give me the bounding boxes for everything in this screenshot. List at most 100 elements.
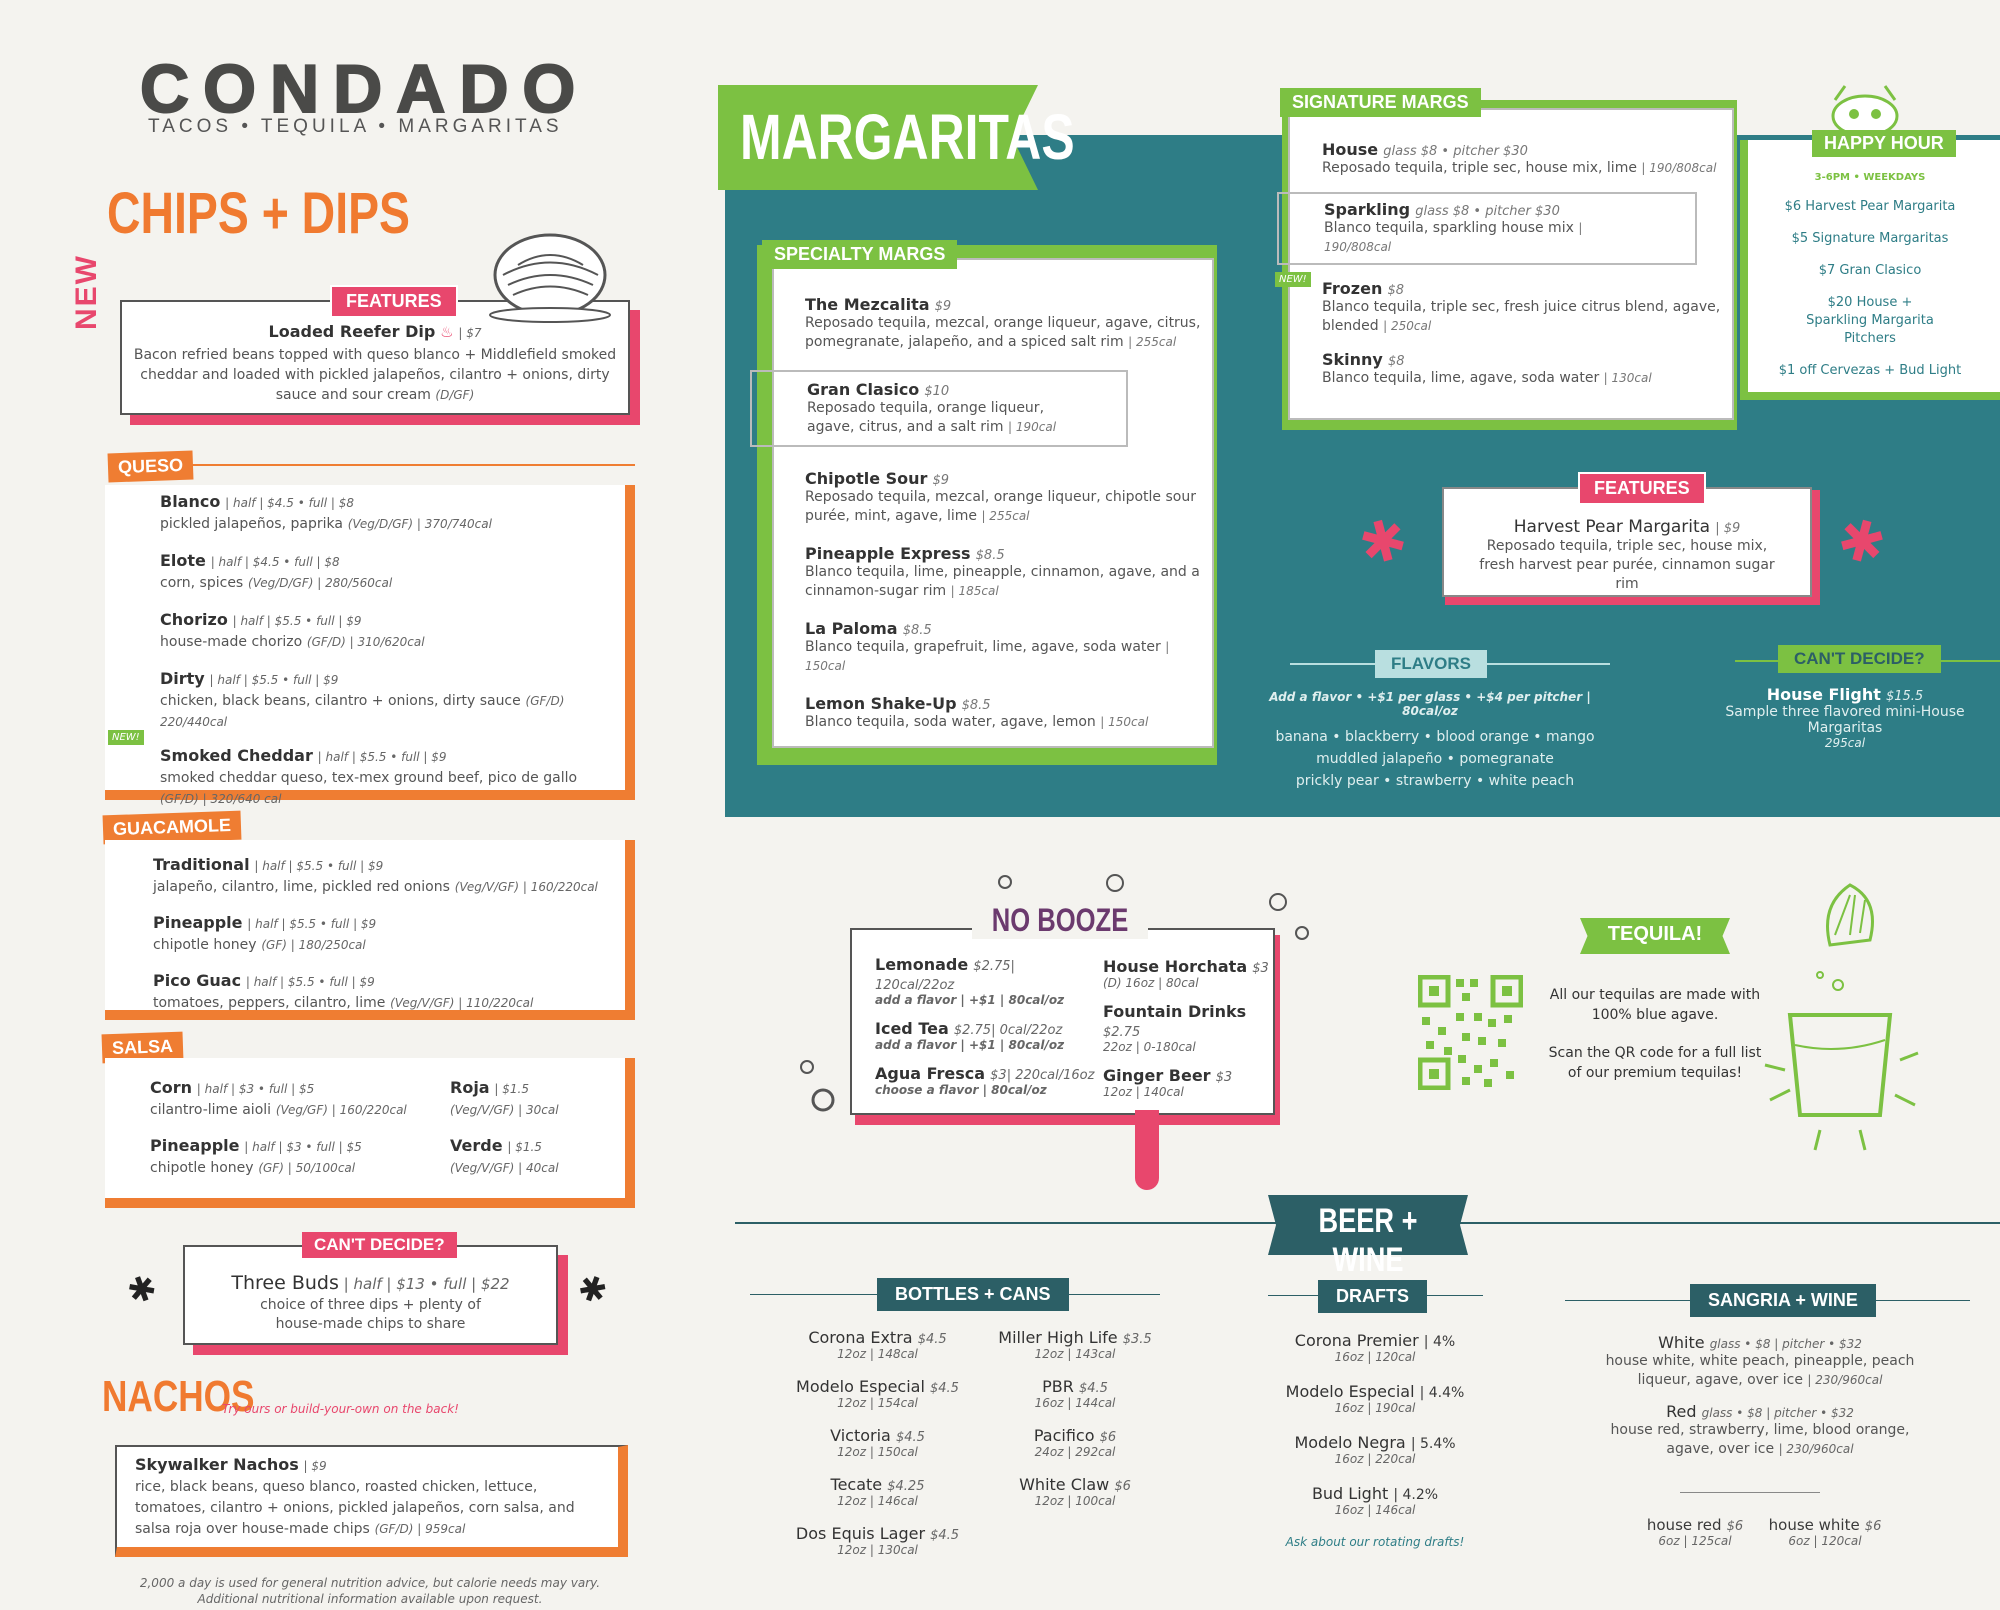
list-item: Roja | $1.5(Veg/V/GF) | 30cal bbox=[450, 1078, 559, 1117]
feature-name: Loaded Reefer Dip bbox=[268, 322, 436, 341]
list-item: Verde | $1.5(Veg/V/GF) | 40cal bbox=[450, 1136, 559, 1175]
signature-tab: SIGNATURE MARGS bbox=[1280, 88, 1481, 117]
drip-decoration bbox=[1135, 1110, 1159, 1190]
happy-hour-hours: 3-6PM • WEEKDAYS bbox=[1814, 172, 1926, 183]
list-item: Smoked Cheddar | half | $5.5 • full | $9… bbox=[160, 746, 578, 806]
list-item: Bud Light | 4.2%16oz | 146cal bbox=[1311, 1484, 1439, 1517]
flavors-list: banana • blackberry • blood orange • man… bbox=[1275, 729, 1595, 789]
three-buds-price: | half | $13 • full | $22 bbox=[343, 1275, 510, 1293]
flavors-note: Add a flavor • +$1 per glass • +$4 per p… bbox=[1269, 690, 1591, 718]
house-flight: House Flight $15.5 Sample three flavored… bbox=[1725, 685, 1965, 750]
harvest-name: Harvest Pear Margarita bbox=[1513, 517, 1711, 537]
happy-hour-list: $6 Harvest Pear Margarita $5 Signature M… bbox=[1760, 198, 1980, 380]
tequila-line2: Scan the QR code for a full list of our … bbox=[1548, 1045, 1762, 1081]
three-buds-box: Three Buds | half | $13 • full | $22 cho… bbox=[183, 1245, 558, 1345]
guac-area bbox=[105, 840, 635, 1020]
happy-hour-tab: HAPPY HOUR bbox=[1812, 130, 1956, 157]
nachos-meta: (GF/D) | 959cal bbox=[374, 1522, 466, 1536]
queso-rule bbox=[190, 464, 635, 466]
drafts-tab: DRAFTS bbox=[1318, 1280, 1427, 1313]
logo-tagline: TACOS • TEQUILA • MARGARITAS bbox=[148, 116, 563, 137]
new-label: NEW bbox=[70, 254, 103, 330]
no-booze-heading: NO BOOZE bbox=[972, 902, 1148, 939]
flight-tab: CAN'T DECIDE? bbox=[1778, 645, 1941, 673]
beer-wine-banner bbox=[1268, 1195, 1468, 1255]
list-item: Modelo Especial | 4.4%16oz | 190cal bbox=[1285, 1382, 1465, 1415]
tequila-tab: TEQUILA! bbox=[1607, 923, 1703, 945]
tequila-line1: All our tequilas are made with 100% blue… bbox=[1549, 987, 1761, 1023]
nutrition-footnote: 2,000 a day is used for general nutritio… bbox=[139, 1576, 601, 1606]
drafts-note: Ask about our rotating drafts! bbox=[1285, 1535, 1465, 1549]
list-item: Modelo Negra | 5.4%16oz | 220cal bbox=[1294, 1433, 1456, 1466]
nachos-desc: rice, black beans, queso blanco, roasted… bbox=[135, 1479, 575, 1537]
three-buds-desc: choice of three dips + plenty of house-m… bbox=[260, 1297, 481, 1332]
features-tab-margs: FEATURES bbox=[1578, 472, 1706, 505]
harvest-card: Harvest Pear Margarita | $9 Reposado teq… bbox=[1442, 487, 1812, 597]
list-item: House Horchata $3(D) 16oz | 80cal bbox=[1103, 957, 1269, 990]
bubbles-icon bbox=[800, 874, 1309, 1112]
list-item: Corona Premier | 4%16oz | 120cal bbox=[1294, 1331, 1456, 1364]
margaritas-banner bbox=[718, 85, 1038, 190]
qr-code-icon[interactable] bbox=[1418, 975, 1523, 1090]
queso-area bbox=[105, 485, 635, 800]
bottles-tab: BOTTLES + CANS bbox=[877, 1278, 1069, 1311]
nachos-heading: NACHOS bbox=[102, 1372, 255, 1421]
sangria-tab: SANGRIA + WINE bbox=[1690, 1284, 1876, 1317]
feature-tags: (D/GF) bbox=[435, 388, 475, 402]
list-item: $5 Signature Margaritas bbox=[1791, 231, 1949, 246]
burst-icon: ✱ bbox=[572, 1266, 613, 1314]
chips-heading: CHIPS + DIPS bbox=[107, 181, 410, 246]
queso-tab: QUESO bbox=[107, 450, 194, 483]
harvest-desc: Reposado tequila, triple sec, house mix,… bbox=[1479, 538, 1775, 592]
three-buds-name: Three Buds bbox=[231, 1272, 339, 1294]
salsa-area bbox=[105, 1058, 635, 1208]
list-item: $7 Gran Clasico bbox=[1818, 263, 1922, 278]
burst-icon: ✱ bbox=[122, 1266, 163, 1314]
mascot-icon bbox=[1831, 85, 1899, 138]
flavors-tab: FLAVORS bbox=[1375, 650, 1487, 678]
nachos-price: | $9 bbox=[303, 1459, 327, 1473]
tequila-banner bbox=[1580, 918, 1730, 954]
beer-wine-heading: BEER + WINE bbox=[1318, 1202, 1418, 1279]
specialty-card bbox=[772, 258, 1214, 748]
logo-title: CONDADO bbox=[139, 50, 590, 128]
nachos-name: Skywalker Nachos bbox=[135, 1455, 299, 1474]
harvest-price: | $9 bbox=[1715, 521, 1741, 536]
new-badge: NEW! bbox=[1275, 272, 1311, 287]
new-badge: NEW! bbox=[108, 730, 144, 745]
specialty-tab: SPECIALTY MARGS bbox=[762, 240, 958, 269]
